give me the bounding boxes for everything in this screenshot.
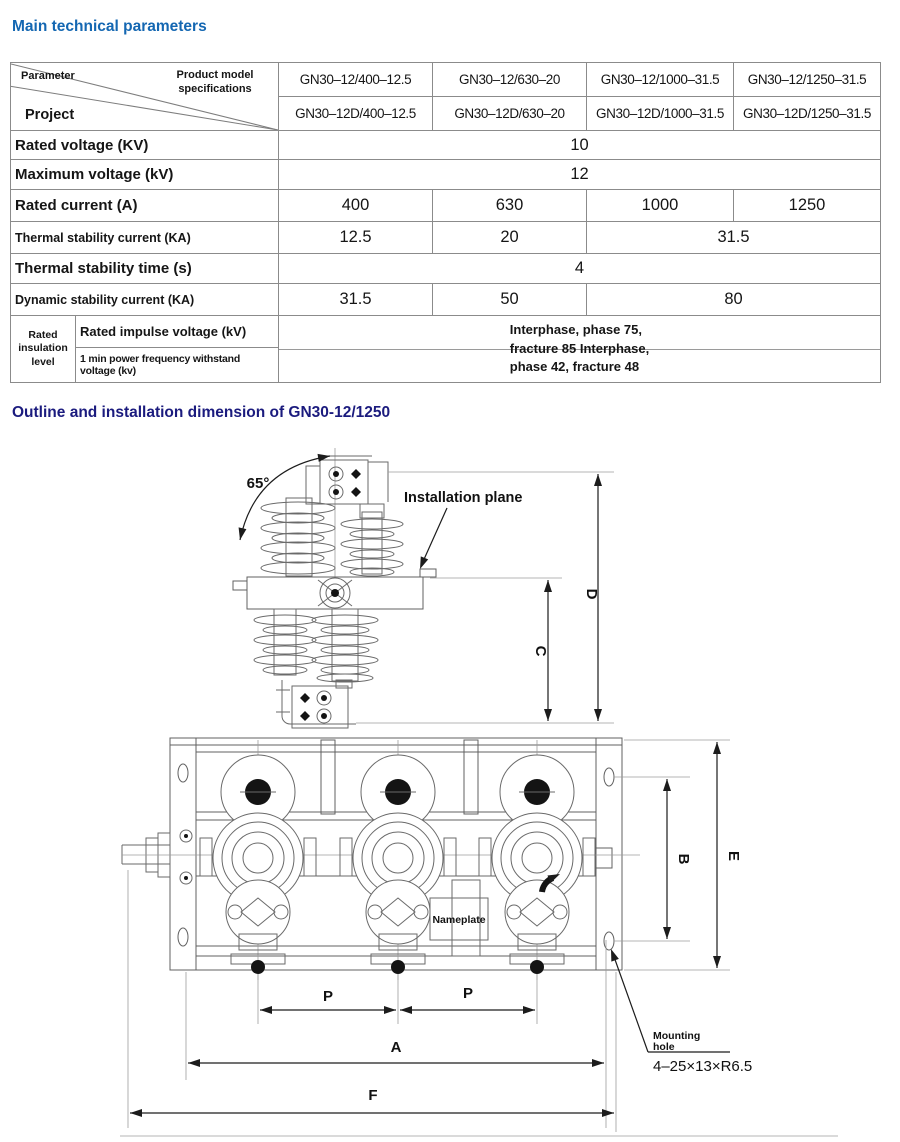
table-row-insulation-1: Rated insulation level Rated impulse vol… xyxy=(10,315,881,383)
dimension-label-d: D xyxy=(583,589,600,600)
table-row: Maximum voltage (kV) 12 xyxy=(10,159,881,190)
mounting-hole-label-line1: Mounting xyxy=(653,1030,700,1042)
pole-assembly xyxy=(478,754,596,974)
model-cell: GN30–12D/1250–31.5 xyxy=(733,96,881,131)
corner-diagonal-lines xyxy=(11,63,278,130)
technical-drawing: 65° Installation plane C D xyxy=(120,448,838,1137)
upper-insulators xyxy=(260,497,404,577)
param-label-cell: Dynamic stability current (KA) xyxy=(10,283,279,316)
param-value-cell: 31.5 xyxy=(278,283,433,316)
bottom-terminal xyxy=(276,679,356,729)
angle-label: 65° xyxy=(247,475,270,492)
corner-product-label: Product model specifications xyxy=(176,69,254,96)
param-value-cell: 12.5 xyxy=(278,221,433,254)
section-title-outline: Outline and installation dimension of GN… xyxy=(12,404,391,421)
table-row: Thermal stability time (s) 4 xyxy=(10,253,881,284)
dimension-label-f: F xyxy=(368,1087,377,1104)
param-value-cell: 50 xyxy=(432,283,587,316)
insulation-value-line: Interphase, phase 75, xyxy=(509,321,642,337)
param-label-cell: Thermal stability time (s) xyxy=(10,253,279,284)
installation-plane-label: Installation plane xyxy=(404,490,522,506)
insulation-value-text: Interphase, phase 75, fracture 85 Interp… xyxy=(510,321,649,378)
page-title: Main technical parameters xyxy=(12,18,207,35)
mounting-plate xyxy=(232,568,437,610)
param-value-cell: 400 xyxy=(278,189,433,222)
param-value-cell: 1250 xyxy=(733,189,881,222)
model-cell: GN30–12D/630–20 xyxy=(432,96,587,131)
insulation-value-line: fracture 85 Interphase, xyxy=(509,340,650,356)
param-value-cell: 10 xyxy=(278,130,881,160)
pole-assembly xyxy=(339,754,457,974)
model-cell: GN30–12D/1000–31.5 xyxy=(586,96,734,131)
table-header-row-2: GN30–12D/400–12.5 GN30–12D/630–20 GN30–1… xyxy=(11,96,881,131)
param-label-cell: 1 min power frequency withstand voltage … xyxy=(75,347,279,383)
rotation-arrow xyxy=(539,870,562,893)
table-row: Rated current (A) 400 630 1000 1250 xyxy=(10,189,881,222)
insulation-group-label: Rated insulation level xyxy=(10,315,76,383)
param-value-cell: 31.5 xyxy=(586,221,881,254)
table-header-row-1: Parameter Product model specifications P… xyxy=(10,62,881,131)
dimension-label-p1: P xyxy=(323,988,333,1005)
model-cell: GN30–12/1250–31.5 xyxy=(733,62,881,97)
param-value-cell: 1000 xyxy=(586,189,734,222)
dimension-label-b: B xyxy=(675,854,692,865)
dimension-label-c: C xyxy=(532,646,549,657)
param-label-cell: Rated impulse voltage (kV) xyxy=(75,315,279,348)
param-label-cell: Rated current (A) xyxy=(10,189,279,222)
row-divider xyxy=(279,349,880,350)
dimension-label-a: A xyxy=(391,1039,402,1056)
pole-assembly xyxy=(199,754,317,974)
param-value-cell: 12 xyxy=(278,159,881,190)
nameplate: Nameplate xyxy=(429,879,489,957)
model-cell: GN30–12/630–20 xyxy=(432,62,587,97)
dimension-label-e: E xyxy=(725,851,742,861)
model-cell: GN30–12/1000–31.5 xyxy=(586,62,734,97)
model-cell: GN30–12/400–12.5 xyxy=(278,62,433,97)
plan-view-dimensions-bottom: P P A F xyxy=(127,870,617,1132)
table-row: Rated voltage (KV) 10 xyxy=(10,130,881,160)
insulation-value-cell: Interphase, phase 75, fracture 85 Interp… xyxy=(278,315,881,383)
table-row: Thermal stability current (KA) 12.5 20 3… xyxy=(10,221,881,254)
top-terminal xyxy=(305,455,389,505)
param-value-cell: 4 xyxy=(278,253,881,284)
lower-insulators xyxy=(253,608,379,683)
side-view-dimensions: C D xyxy=(356,471,614,724)
insulation-value-line: phase 42, fracture 48 xyxy=(509,359,640,375)
mounting-hole-label-line2: hole xyxy=(653,1041,675,1053)
mounting-hole-annotation: Mounting hole 4–25×13×R6.5 xyxy=(607,947,752,1075)
dimension-label-p2: P xyxy=(463,985,473,1002)
parameters-table: Parameter Product model specifications P… xyxy=(10,62,881,383)
param-label-cell: Thermal stability current (KA) xyxy=(10,221,279,254)
pivot xyxy=(317,577,353,609)
plan-view-drawing: Nameplate B E P xyxy=(120,737,838,1137)
table-corner-cell: Parameter Product model specifications P… xyxy=(10,62,279,131)
table-row-insulation-2: 1 min power frequency withstand voltage … xyxy=(11,347,881,383)
param-value-cell: 20 xyxy=(432,221,587,254)
corner-parameter-label: Parameter xyxy=(21,70,75,82)
corner-project-label: Project xyxy=(25,107,75,123)
table-row: Dynamic stability current (KA) 31.5 50 8… xyxy=(10,283,881,316)
installation-plane-annotation: Installation plane xyxy=(404,490,522,571)
angle-annotation: 65° xyxy=(236,452,331,541)
nameplate-label: Nameplate xyxy=(432,914,485,926)
model-cell: GN30–12D/400–12.5 xyxy=(278,96,433,131)
param-value-cell: 80 xyxy=(586,283,881,316)
mounting-hole-spec: 4–25×13×R6.5 xyxy=(653,1058,752,1075)
plan-view-dimensions-right: B E xyxy=(614,739,742,971)
param-label-cell: Maximum voltage (kV) xyxy=(10,159,279,190)
param-label-cell: Rated voltage (KV) xyxy=(10,130,279,160)
param-value-cell: 630 xyxy=(432,189,587,222)
